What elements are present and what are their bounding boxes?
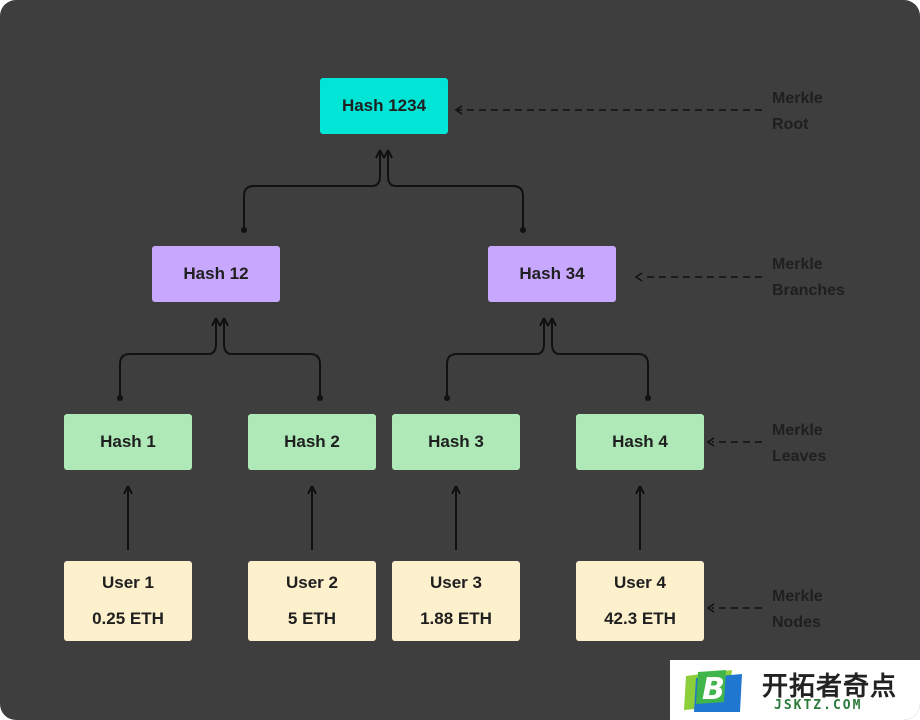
label-merkle-leaves: Merkle Leaves: [772, 418, 826, 470]
user-amount: 42.3 ETH: [604, 609, 676, 628]
user-node-4: User 4 42.3 ETH: [576, 561, 704, 641]
side-label-line: Branches: [772, 282, 845, 299]
side-label-line: Root: [772, 116, 809, 133]
side-label-line: Merkle: [772, 256, 823, 273]
leaf-node-1: Hash 1: [64, 414, 192, 470]
leaf-label: Hash 4: [612, 432, 668, 451]
side-label-line: Merkle: [772, 422, 823, 439]
user-node-2: User 2 5 ETH: [248, 561, 376, 641]
branch-node-34: Hash 34: [488, 246, 616, 302]
logo-mark-icon: B: [684, 670, 742, 712]
side-label-line: Leaves: [772, 448, 827, 465]
leaf-label: Hash 1: [100, 432, 156, 451]
leaf-label: Hash 2: [284, 432, 340, 451]
leaf-label: Hash 3: [428, 432, 484, 451]
label-merkle-nodes: Merkle Nodes: [772, 584, 823, 636]
side-label-line: Nodes: [772, 614, 821, 631]
user-node-1: User 1 0.25 ETH: [64, 561, 192, 641]
user-to-leaf-arrows: [123, 485, 645, 550]
watermark-title: 开拓者奇点: [762, 671, 898, 701]
side-label-line: Merkle: [772, 90, 823, 107]
side-label-line: Merkle: [772, 588, 823, 605]
user-name: User 2: [286, 573, 338, 592]
watermark-logo: B 开拓者奇点 JSKTZ.COM: [670, 660, 920, 720]
branch-12-connector: [117, 317, 323, 401]
user-amount: 1.88 ETH: [420, 609, 492, 628]
root-connector: [241, 149, 526, 233]
leaf-node-3: Hash 3: [392, 414, 520, 470]
user-amount: 0.25 ETH: [92, 609, 164, 628]
leaf-node-2: Hash 2: [248, 414, 376, 470]
merkle-root-node: Hash 1234: [320, 78, 448, 134]
user-name: User 3: [430, 573, 482, 592]
merkle-root-label: Hash 1234: [341, 96, 427, 115]
branch-node-12: Hash 12: [152, 246, 280, 302]
watermark-url: JSKTZ.COM: [774, 698, 863, 713]
leaf-node-4: Hash 4: [576, 414, 704, 470]
user-name: User 1: [102, 573, 154, 592]
user-name: User 4: [614, 573, 666, 592]
branch-34-connector: [444, 317, 651, 401]
label-merkle-branches: Merkle Branches: [772, 252, 845, 304]
branch-label: Hash 34: [519, 264, 585, 283]
user-node-3: User 3 1.88 ETH: [392, 561, 520, 641]
label-pointer-heads: [454, 105, 715, 613]
label-pointers: [456, 109, 762, 609]
label-merkle-root: Merkle Root: [772, 86, 823, 138]
svg-text:B: B: [702, 672, 725, 707]
user-amount: 5 ETH: [287, 609, 337, 628]
branch-label: Hash 12: [183, 264, 249, 283]
